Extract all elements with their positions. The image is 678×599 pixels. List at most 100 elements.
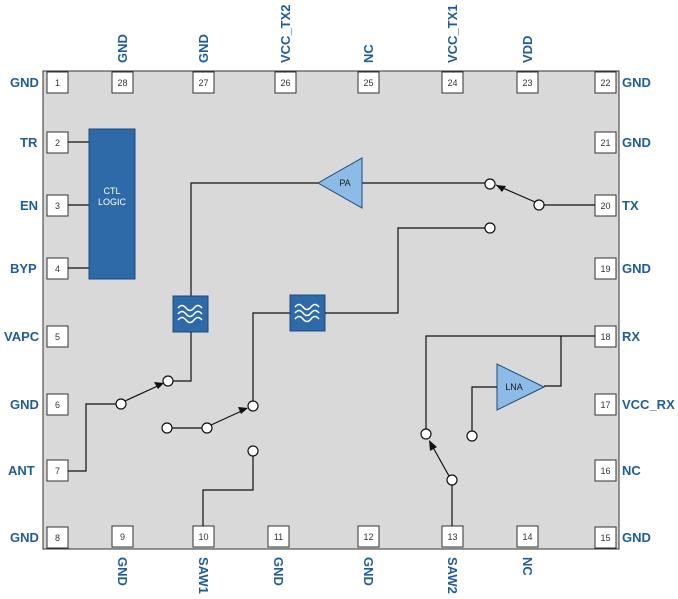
pin-15-label: GND <box>622 530 651 545</box>
pin-19-number: 19 <box>600 264 610 274</box>
pin-20-label: TX <box>622 198 639 213</box>
pin-23-label: VDD <box>520 36 535 63</box>
pin-27-label: GND <box>196 34 211 63</box>
pin-17-label: VCC_RX <box>622 397 675 412</box>
pin-20: 20 TX <box>594 194 639 217</box>
pin-19-label: GND <box>622 261 651 276</box>
pin-24: 24 VCC_TX1 <box>441 4 464 94</box>
pin-28-number: 28 <box>117 78 127 88</box>
pin-3-number: 3 <box>55 201 60 211</box>
pin-18-number: 18 <box>600 332 610 342</box>
pin-19: 19 GND <box>594 257 651 280</box>
pin-14: 14 NC <box>516 525 539 576</box>
ctl-logic-line2: LOGIC <box>98 197 127 207</box>
rx-bandpass-filter <box>289 294 326 332</box>
pin-21-label: GND <box>622 135 651 150</box>
tx-bandpass-filter <box>172 295 209 333</box>
pin-22-label: GND <box>622 75 651 90</box>
pin-6-number: 6 <box>55 400 60 410</box>
pin-12-number: 12 <box>363 532 373 542</box>
bandpass-filter-icon <box>177 304 203 324</box>
pin-17-number: 17 <box>600 400 610 410</box>
pin-16-label: NC <box>622 463 641 478</box>
pin-26: 26 VCC_TX2 <box>274 4 297 94</box>
pin-4: 4 BYP <box>10 257 69 280</box>
pin-25: 25 NC <box>357 44 380 94</box>
pin-28-label: GND <box>115 34 130 63</box>
pin-23-number: 23 <box>522 78 532 88</box>
pin-4-number: 4 <box>55 264 60 274</box>
pin-18-label: RX <box>622 329 640 344</box>
pin-13-label: SAW2 <box>445 557 460 594</box>
pin-20-number: 20 <box>600 201 610 211</box>
pin-1-number: 1 <box>55 78 60 88</box>
pa-amplifier: PA <box>316 157 363 209</box>
pin-16-number: 16 <box>600 466 610 476</box>
pin-22-number: 22 <box>600 78 610 88</box>
pin-10: 10 SAW1 <box>192 525 215 594</box>
pin-6-label: GND <box>10 397 39 412</box>
pin-1-label: GND <box>10 75 39 90</box>
pin-5-label: VAPC <box>4 329 40 344</box>
pin-9-label: GND <box>115 557 130 586</box>
lna-label: LNA <box>505 382 523 392</box>
pin-5-number: 5 <box>55 332 60 342</box>
ctl-logic-line1: CTL <box>103 186 120 196</box>
tx-path: PA <box>190 157 595 296</box>
rx-path: LNA <box>420 335 595 526</box>
pin-24-label: VCC_TX1 <box>445 4 460 63</box>
pin-26-number: 26 <box>280 78 290 88</box>
pin-23: 23 VDD <box>516 36 539 94</box>
ctl-logic-block: CTL LOGIC <box>68 128 136 280</box>
pin-27: 27 GND <box>192 34 215 94</box>
pin-27-number: 27 <box>198 78 208 88</box>
pin-15: 15 GND <box>594 526 651 549</box>
pin-13: 13 SAW2 <box>441 525 464 594</box>
pin-22: 22 GND <box>594 71 651 94</box>
pin-6: 6 GND <box>10 393 69 416</box>
pin-11-number: 11 <box>274 532 283 542</box>
pin-18: 18 RX <box>594 325 640 348</box>
pin-12: 12 GND <box>357 525 380 586</box>
pin-1: 1 GND <box>10 71 69 94</box>
pin-17: 17 VCC_RX <box>594 393 675 416</box>
pin-3-label: EN <box>20 198 38 213</box>
rx-select-switch <box>161 312 290 526</box>
pin-21-number: 21 <box>600 138 610 148</box>
pin-21: 21 GND <box>594 131 651 154</box>
pin-9-number: 9 <box>120 532 125 542</box>
pin-4-label: BYP <box>10 261 37 276</box>
pin-11: 11 GND <box>267 525 290 586</box>
bandpass-filter-icon <box>294 303 320 323</box>
pin-15-number: 15 <box>600 533 610 543</box>
chip-body <box>42 70 620 550</box>
pin-25-label: NC <box>361 44 376 63</box>
pin-10-label: SAW1 <box>196 557 211 594</box>
pin-3: 3 EN <box>20 194 69 217</box>
pa-label: PA <box>339 178 350 188</box>
pin-26-label: VCC_TX2 <box>278 4 293 63</box>
pin-7-label: ANT <box>8 463 35 478</box>
pin-11-label: GND <box>271 557 286 586</box>
pin-8-label: GND <box>10 530 39 545</box>
pin-2-label: TR <box>20 135 38 150</box>
pin-2-number: 2 <box>55 138 60 148</box>
pin-9: 9 GND <box>111 525 134 586</box>
pin-5: 5 VAPC <box>4 325 69 348</box>
pin-2: 2 TR <box>20 131 69 154</box>
pin-8-number: 8 <box>55 533 60 543</box>
pin-25-number: 25 <box>363 78 373 88</box>
pin-14-label: NC <box>520 557 535 576</box>
pin-7-number: 7 <box>55 466 60 476</box>
antenna-switch <box>68 375 174 472</box>
pin-7: 7 ANT <box>8 459 69 482</box>
pin-28: 28 GND <box>111 34 134 94</box>
pin-12-label: GND <box>361 557 376 586</box>
pin-10-number: 10 <box>198 532 208 542</box>
pin-14-number: 14 <box>522 532 532 542</box>
pin-13-number: 13 <box>447 532 457 542</box>
pin-24-number: 24 <box>447 78 457 88</box>
pin-16: 16 NC <box>594 459 641 482</box>
